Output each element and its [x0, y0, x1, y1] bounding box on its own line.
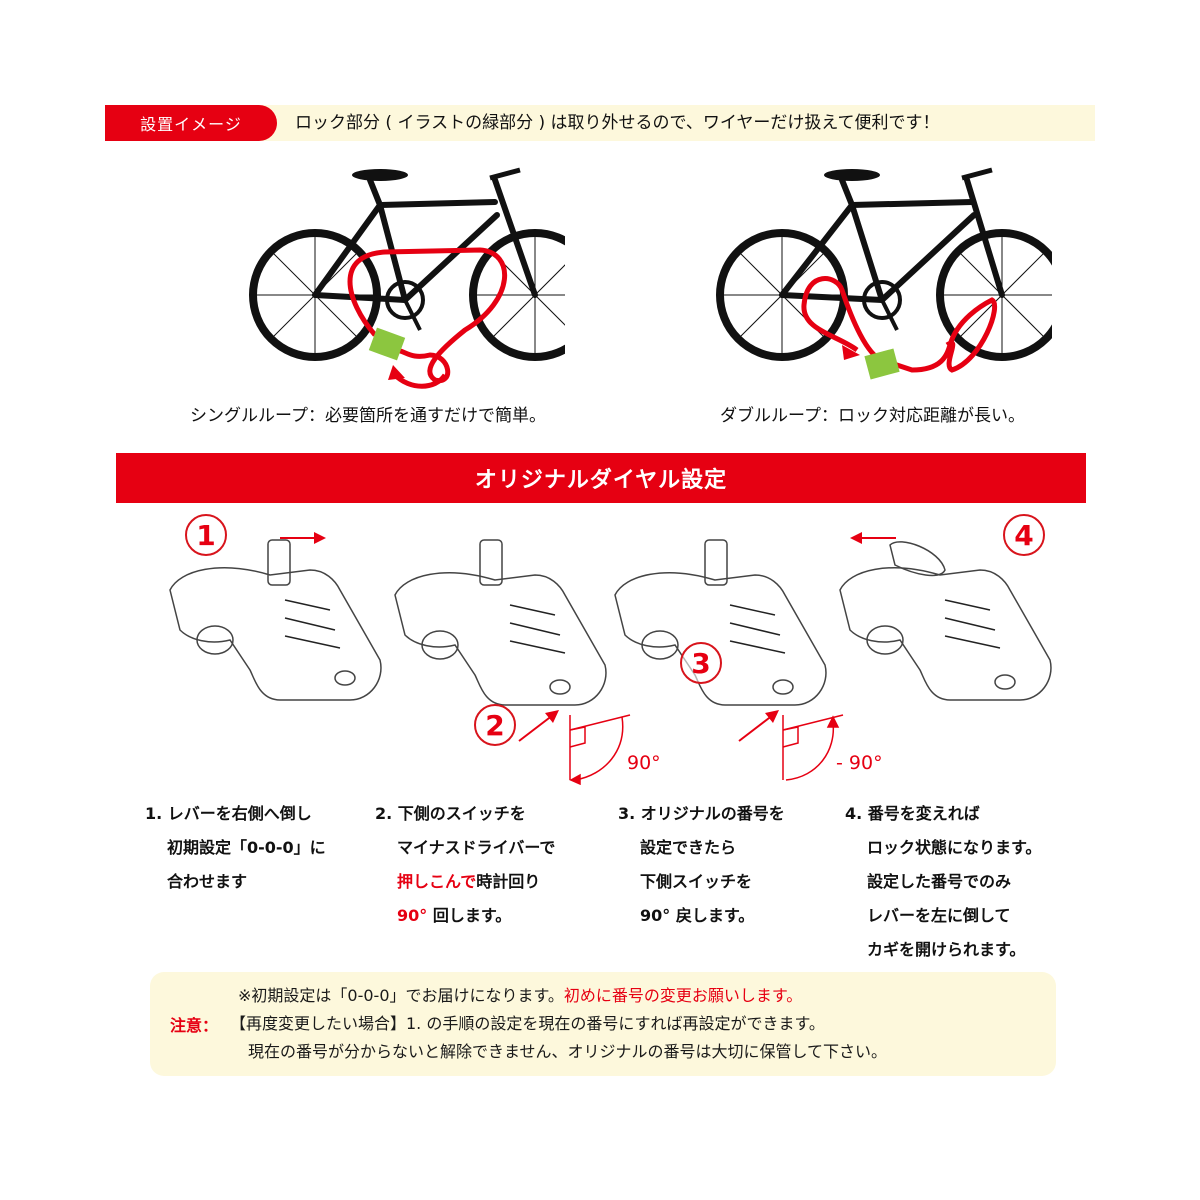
combination-lock-icon	[614, 539, 827, 706]
step-3-instructions: 3. オリジナルの番号を 設定できたら 下側スイッチを 90° 戻します。	[618, 804, 785, 925]
lock-step-2-illustration	[385, 535, 615, 719]
bike-single-loop-illustration	[245, 160, 565, 390]
caution-note: 注意： ※初期設定は「0-0-0」でお届けになります。初めに番号の変更お願いしま…	[150, 972, 1056, 1076]
step-3-number: 3	[680, 642, 722, 684]
combination-lock-icon	[839, 541, 1052, 701]
lock-body-icon	[864, 348, 900, 380]
step-2-number: 2	[474, 704, 516, 746]
step-4-number: 4	[1003, 514, 1045, 556]
lock-step-4-illustration	[830, 530, 1060, 714]
lock-step-1-illustration	[160, 530, 390, 714]
combination-lock-icon	[169, 539, 382, 701]
top-banner: 設置イメージ ロック部分 ( イラストの緑部分 ) は取り外せるので、ワイヤーだ…	[105, 105, 1095, 141]
rotation-clockwise-icon	[569, 714, 631, 785]
lock-body-icon	[368, 327, 406, 361]
step-1-instructions: 1. レバーを右側へ倒し 初期設定「0-0-0」に 合わせます	[145, 804, 326, 891]
double-loop-caption: ダブルループ：ロック対応距離が長い。	[720, 406, 1025, 426]
caution-label: 注意：	[170, 1016, 219, 1035]
single-loop-caption: シングルループ：必要箇所を通すだけで簡単。	[190, 406, 546, 426]
rotation-counterclockwise-icon	[782, 714, 844, 781]
arrow-right-icon	[280, 532, 326, 544]
installation-description: ロック部分 ( イラストの緑部分 ) は取り外せるので、ワイヤーだけ扱えて便利で…	[295, 113, 940, 133]
step-1-number: 1	[185, 514, 227, 556]
arrow-diagonal-icon	[738, 710, 779, 742]
arrow-diagonal-icon	[518, 710, 559, 742]
step-4-instructions: 4. 番号を変えれば ロック状態になります。 設定した番号でのみ レバーを左に倒…	[845, 804, 1042, 959]
installation-tag: 設置イメージ	[105, 105, 277, 141]
bike-double-loop-illustration	[712, 160, 1052, 390]
lock-step-3-illustration	[605, 535, 835, 719]
step-2-instructions: 2. 下側のスイッチを マイナスドライバーで 押しこんで時計回り 90° 回しま…	[375, 804, 556, 925]
section-header-dial-setting: オリジナルダイヤル設定	[116, 453, 1086, 503]
bicycle-icon	[249, 167, 565, 389]
angle-minus-90-label: - 90°	[836, 752, 883, 774]
arrow-left-icon	[850, 532, 896, 544]
combination-lock-icon	[394, 539, 607, 706]
bicycle-icon	[716, 167, 1052, 380]
angle-90-label: 90°	[627, 752, 661, 774]
